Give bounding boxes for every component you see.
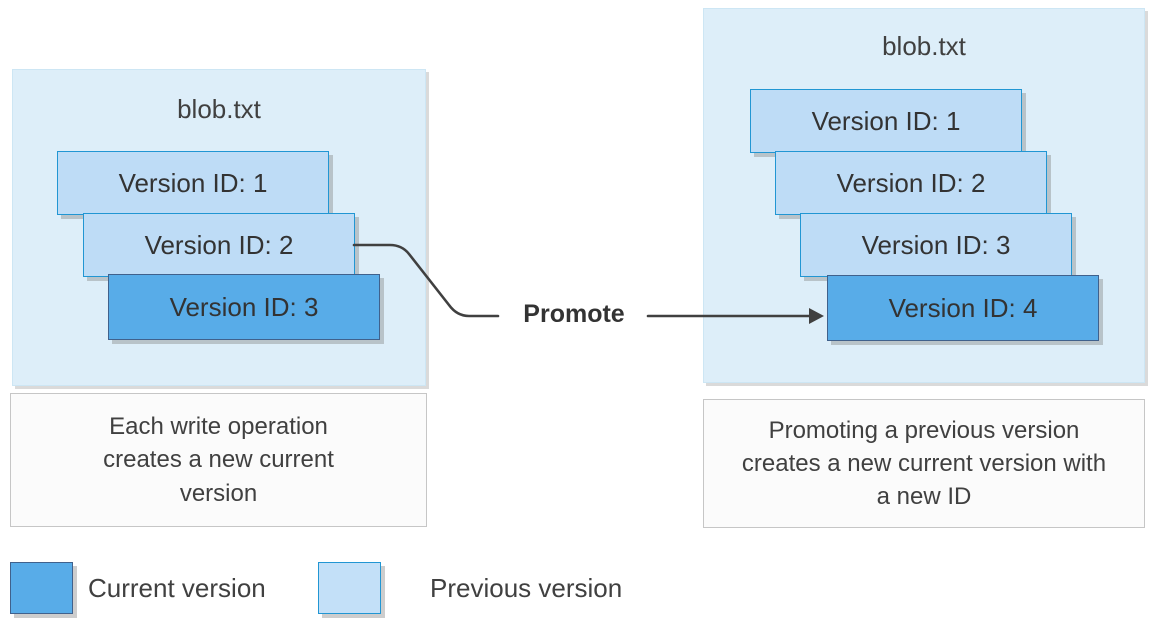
left-blob-container: blob.txt Version ID: 1 Version ID: 2 Ver… (12, 69, 426, 386)
right-version-card-4-label: Version ID: 4 (888, 292, 1038, 323)
right-version-card-2-label: Version ID: 2 (836, 167, 986, 198)
right-version-card-2: Version ID: 2 (775, 151, 1047, 215)
right-caption-box: Promoting a previous version creates a n… (703, 399, 1145, 528)
right-version-card-4-current: Version ID: 4 (827, 275, 1099, 341)
left-blob-title: blob.txt (177, 94, 261, 124)
left-version-card-1-label: Version ID: 1 (118, 167, 268, 198)
previous-version-swatch-icon (318, 562, 381, 614)
left-caption-text: Each write operation creates a new curre… (103, 413, 334, 507)
legend-previous-label: Previous version (430, 572, 623, 603)
left-caption-box: Each write operation creates a new curre… (10, 393, 427, 527)
right-blob-container: blob.txt Version ID: 1 Version ID: 2 Ver… (703, 8, 1145, 383)
right-caption-text: Promoting a previous version creates a n… (741, 416, 1107, 511)
right-version-card-1-label: Version ID: 1 (811, 105, 961, 136)
right-version-card-3-label: Version ID: 3 (861, 229, 1011, 260)
right-version-card-3: Version ID: 3 (800, 213, 1072, 277)
left-version-card-3-label: Version ID: 3 (169, 291, 319, 322)
promote-label: Promote (523, 300, 625, 328)
left-version-card-1: Version ID: 1 (57, 151, 329, 215)
left-version-card-2-label: Version ID: 2 (144, 229, 294, 260)
left-version-card-2: Version ID: 2 (83, 213, 355, 277)
right-version-card-1: Version ID: 1 (750, 89, 1022, 153)
left-version-card-3-current: Version ID: 3 (108, 274, 380, 340)
legend-current-label: Current version (88, 572, 266, 603)
right-blob-title: blob.txt (882, 31, 966, 61)
current-version-swatch-icon (10, 562, 73, 614)
legend: Current version Previous version (0, 545, 700, 625)
